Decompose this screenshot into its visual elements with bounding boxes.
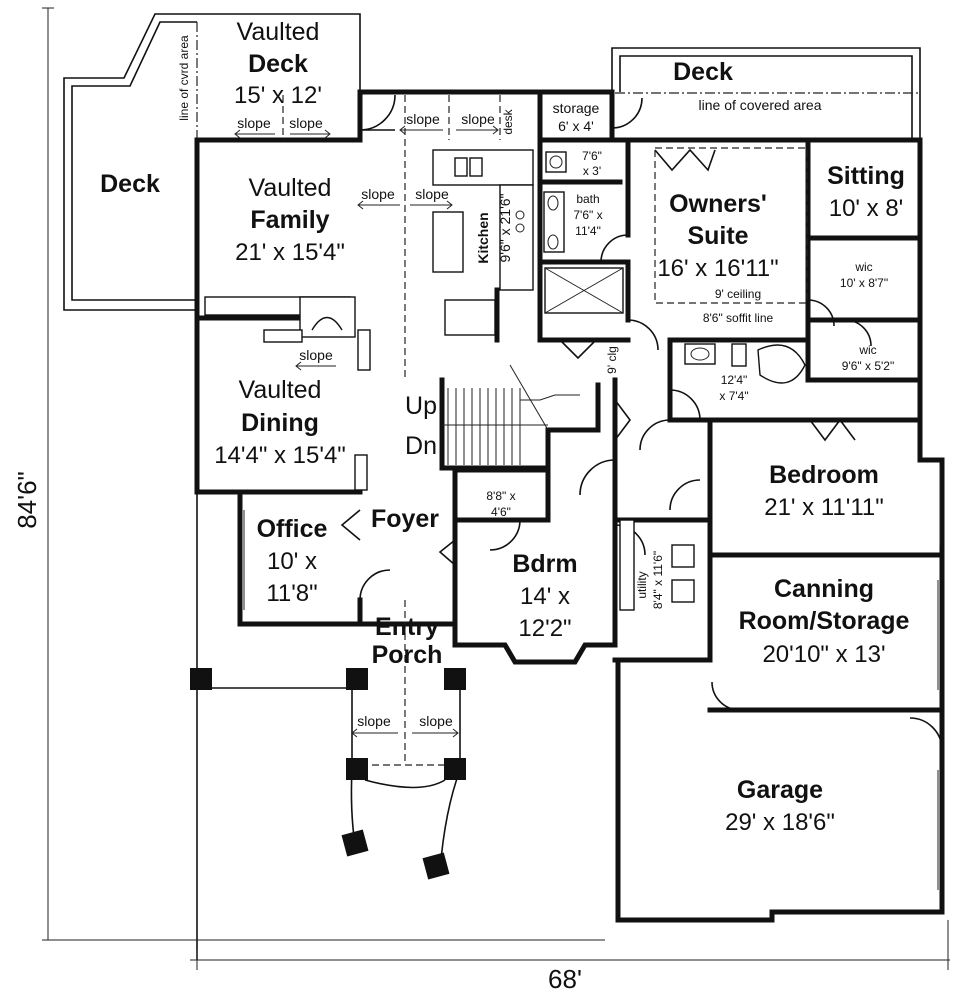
- room-label-bedroom: Bedroom 21' x 11'11": [764, 461, 884, 521]
- closet-foyer-line2: 4'6": [491, 505, 511, 519]
- dimension-lines: [42, 7, 950, 970]
- kitchen-label: Kitchen: [475, 212, 491, 263]
- office-dims2: 11'8": [266, 580, 317, 607]
- deck-top-right-label: Deck: [673, 58, 733, 86]
- bedroom-label: Bedroom: [769, 461, 879, 489]
- foyer-label: Foyer: [371, 505, 439, 533]
- bdrm-label: Bdrm: [512, 550, 577, 578]
- bath-line1: bath: [576, 192, 599, 206]
- bdrm-dims2: 12'2": [518, 615, 571, 642]
- office-label: Office: [257, 515, 328, 543]
- room-label-owners-suite: Owners' Suite 16' x 16'11": [657, 190, 778, 282]
- utility-dims: 8'4" x 11'6": [651, 551, 665, 609]
- storage-dims: 6' x 4': [558, 118, 594, 134]
- owners-dims: 16' x 16'11": [657, 255, 778, 282]
- dashed-lines: [282, 95, 808, 766]
- room-label-garage: Garage 29' x 18'6": [725, 776, 835, 836]
- slope-label-9: slope: [419, 713, 453, 729]
- soffit-label: 8'6" soffit line: [703, 311, 774, 325]
- room-label-vaulted-family: Vaulted Family 21' x 15'4": [235, 174, 345, 266]
- desk-label: desk: [501, 108, 515, 134]
- line-of-covered-area-label: line of covered area: [699, 97, 822, 113]
- wic1-dims: 10' x 8'7": [840, 276, 888, 290]
- wic1-label: wic: [854, 260, 872, 274]
- kitchen-dims: 9'6" x 21'6": [497, 193, 513, 262]
- bath-line2: 7'6" x: [573, 208, 602, 222]
- closet-foyer-line1: 8'8" x: [486, 489, 515, 503]
- room-label-entry-porch: Entry Porch: [372, 613, 443, 669]
- garage-label: Garage: [737, 776, 823, 804]
- slope-label-7: slope: [299, 347, 333, 363]
- sitting-dims: 10' x 8': [829, 195, 904, 222]
- exterior-walls: [194, 89, 945, 923]
- slope-label-4: slope: [461, 111, 495, 127]
- owners-line2: Suite: [687, 222, 748, 250]
- slope-label-8: slope: [357, 713, 391, 729]
- bdrm-dims1: 14' x: [520, 583, 570, 610]
- family-line2: Family: [250, 206, 329, 234]
- closet-small-line2: x 3': [583, 164, 601, 178]
- family-dims: 21' x 15'4": [235, 239, 345, 266]
- room-label-canning: Canning Room/Storage 20'10" x 13': [739, 575, 910, 668]
- room-label-vaulted-deck: Vaulted Deck 15' x 12': [234, 18, 322, 109]
- closet-small-line1: 7'6": [582, 149, 602, 163]
- master-bath-line1: 12'4": [721, 373, 748, 387]
- bedroom-dims: 21' x 11'11": [764, 494, 884, 521]
- utility-label: utility: [635, 571, 649, 598]
- slope-label-1: slope: [237, 115, 271, 131]
- deck-left-label: Deck: [100, 170, 160, 198]
- slope-label-5: slope: [361, 186, 395, 202]
- garage-dims: 29' x 18'6": [725, 809, 835, 836]
- overall-width-label: 68': [548, 964, 582, 994]
- ceiling-clg-label: 9' clg: [605, 346, 619, 374]
- line-of-cvrd-area-label: line of cvrd area: [177, 35, 191, 121]
- bath-line3: 11'4": [575, 224, 601, 238]
- vaulted-deck-line1: Vaulted: [237, 18, 320, 46]
- room-label-vaulted-dining: Vaulted Dining 14'4" x 15'4": [214, 376, 346, 469]
- canning-dims: 20'10" x 13': [762, 641, 885, 668]
- entry-porch-line1: Entry: [375, 613, 439, 641]
- dining-dims: 14'4" x 15'4": [214, 442, 346, 469]
- interior-walls: [194, 89, 945, 713]
- vaulted-deck-line2: Deck: [248, 50, 308, 78]
- office-dims1: 10' x: [267, 548, 317, 575]
- decks-outline: [63, 13, 921, 311]
- family-line1: Vaulted: [249, 174, 332, 202]
- slope-arrows: [234, 125, 499, 738]
- canning-line1: Canning: [774, 575, 874, 603]
- dining-line1: Vaulted: [239, 376, 322, 404]
- stairs: [442, 364, 580, 465]
- vaulted-deck-dims: 15' x 12': [234, 82, 322, 109]
- sitting-label: Sitting: [827, 162, 905, 190]
- slope-label-2: slope: [289, 115, 323, 131]
- stairs-up-label: Up: [405, 392, 437, 420]
- stairs-down-label: Dn: [405, 432, 437, 460]
- fixtures: [204, 149, 941, 890]
- owners-line1: Owners': [669, 190, 767, 218]
- wic2-label: wic: [858, 343, 876, 357]
- porch: [190, 492, 466, 960]
- room-label-bdrm: Bdrm 14' x 12'2": [512, 550, 577, 642]
- slope-label-3: slope: [406, 111, 440, 127]
- wic2-dims: 9'6" x 5'2": [842, 359, 894, 373]
- room-label-office: Office 10' x 11'8": [257, 515, 328, 607]
- overall-depth-label: 84'6": [12, 471, 42, 529]
- slope-label-6: slope: [415, 186, 449, 202]
- entry-porch-line2: Porch: [372, 641, 443, 669]
- storage-label: storage: [553, 100, 600, 116]
- master-bath-line2: x 7'4": [719, 389, 748, 403]
- canning-line2: Room/Storage: [739, 607, 910, 635]
- ceiling-label: 9' ceiling: [715, 287, 761, 301]
- dining-line2: Dining: [241, 409, 319, 437]
